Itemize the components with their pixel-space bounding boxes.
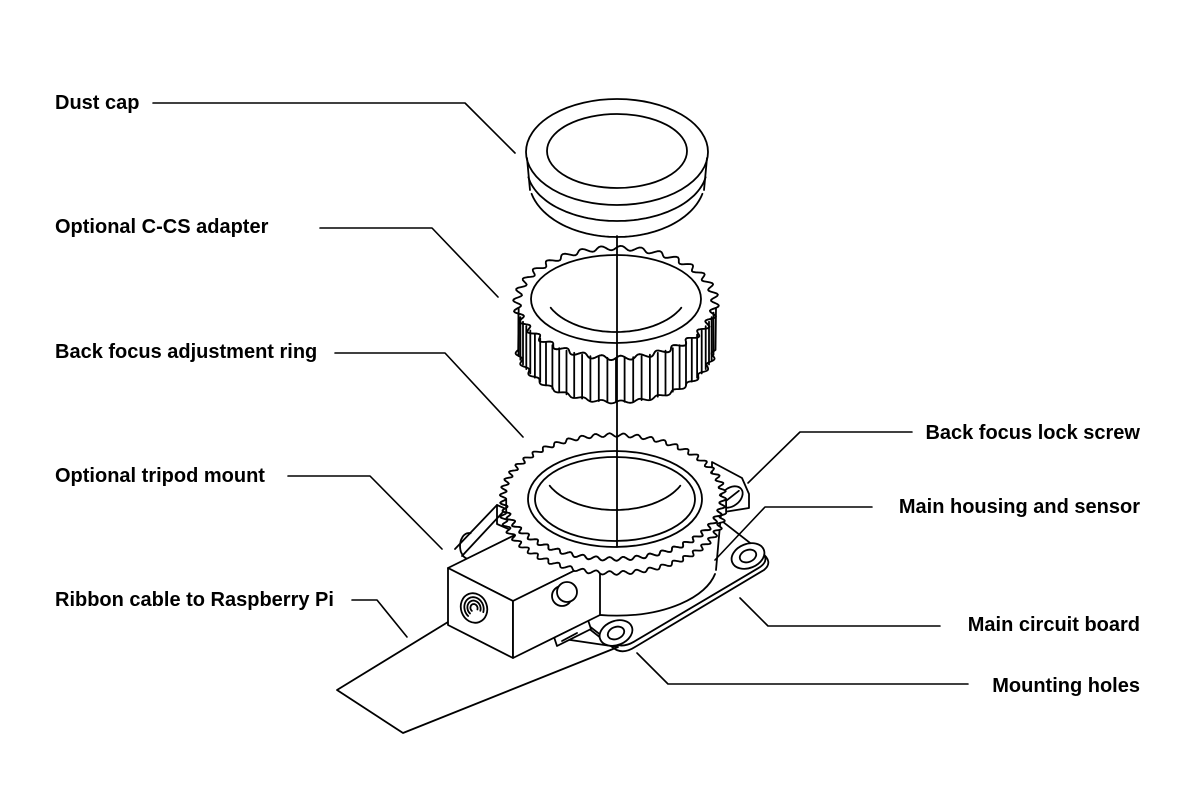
leader-line-tripod-mount xyxy=(287,475,443,550)
cap-side xyxy=(526,157,531,191)
adapter-bore-bottom xyxy=(549,306,683,333)
thread-line xyxy=(463,596,485,617)
mounting-hole xyxy=(730,542,766,570)
ring-bore-inner-rim xyxy=(534,456,696,542)
adapter-bore xyxy=(530,254,702,344)
leader-line-circuit-board xyxy=(739,597,941,627)
leader-lines xyxy=(152,102,969,685)
tripod-thread-hole xyxy=(459,592,489,624)
mounting-hole-inner xyxy=(606,625,626,641)
cap-groove xyxy=(527,176,707,222)
leader-line-dust-cap xyxy=(152,102,516,154)
bracket-edge xyxy=(454,504,498,550)
cap-side xyxy=(703,157,708,191)
c-cs-adapter xyxy=(512,245,720,405)
dust-cap xyxy=(525,98,709,238)
label-circuit-board: Main circuit board xyxy=(967,614,1140,636)
label-back-focus-ring: Back focus adjustment ring xyxy=(55,341,318,363)
leader-line-housing-sensor xyxy=(714,506,873,561)
back-focus-adjustment-ring xyxy=(499,432,727,576)
label-housing-sensor: Main housing and sensor xyxy=(898,496,1140,518)
block-right-face xyxy=(512,557,601,659)
leader-line-back-focus-ring xyxy=(334,352,524,438)
bracket-foot-notch xyxy=(561,632,578,642)
label-lock-screw: Back focus lock screw xyxy=(925,422,1140,444)
mounting-hole-outer xyxy=(730,542,766,570)
ring-bore-bottom xyxy=(548,484,682,511)
mounting-hole-outer xyxy=(598,619,634,647)
thread-line xyxy=(469,603,479,612)
leader-line-ribbon-cable xyxy=(351,599,408,638)
cap-inner-rim xyxy=(546,113,688,189)
mounting-hole xyxy=(598,619,634,647)
leader-line-c-cs-adapter xyxy=(319,227,499,298)
ring-bore-rim xyxy=(527,450,703,548)
label-c-cs-adapter: Optional C-CS adapter xyxy=(55,216,269,238)
mounting-hole-inner xyxy=(738,548,758,564)
label-mounting-holes: Mounting holes xyxy=(992,675,1140,697)
thread-line xyxy=(466,599,482,615)
bracket-ear xyxy=(459,532,472,560)
label-tripod-mount: Optional tripod mount xyxy=(55,465,265,487)
leader-line-lock-screw xyxy=(747,431,913,484)
bracket-edge xyxy=(461,511,504,557)
label-ribbon-cable: Ribbon cable to Raspberry Pi xyxy=(55,589,334,611)
ring-knurled-band xyxy=(499,498,727,576)
circuit-board-thickness-edge xyxy=(563,551,770,653)
label-dust-cap: Dust cap xyxy=(55,92,140,114)
block-screw-head xyxy=(556,581,578,603)
leader-line-mounting-holes xyxy=(636,652,969,685)
